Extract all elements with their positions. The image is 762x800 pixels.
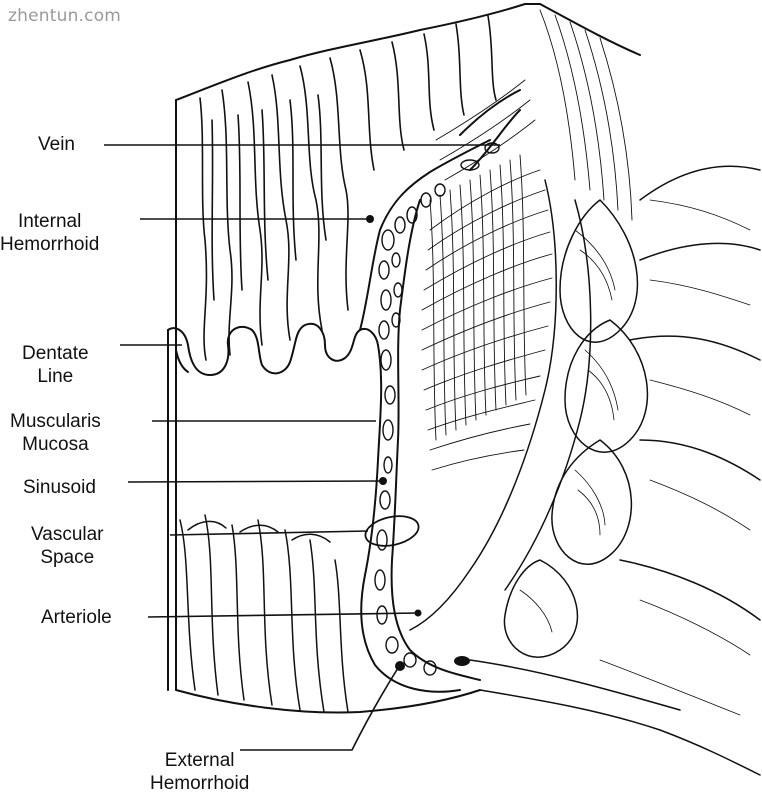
label-external-hemorrhoid: External Hemorrhoid — [150, 749, 249, 795]
label-muscularis-mucosa: Muscularis Mucosa — [10, 410, 101, 456]
label-vein: Vein — [38, 133, 75, 156]
label-dentate-line: Dentate Line — [22, 342, 89, 388]
mucosal-folds-top — [200, 16, 496, 360]
dentate-line-scallops — [168, 324, 378, 690]
section-outline — [176, 4, 640, 713]
label-arteriole: Arteriole — [41, 606, 112, 629]
sinusoids — [375, 143, 499, 675]
vessel-markers — [366, 215, 470, 671]
leader-vascular-space — [170, 531, 368, 535]
label-internal-hemorrhoid: Internal Hemorrhoid — [0, 210, 99, 256]
leader-lines — [104, 145, 500, 750]
vascular-channel — [360, 90, 520, 692]
label-vascular-space: Vascular Space — [31, 523, 104, 569]
sphincter-muscle — [410, 166, 760, 775]
muscle-hatching — [422, 10, 632, 470]
sphincter-hatching — [520, 200, 750, 715]
leader-sinusoid — [128, 481, 383, 482]
mucosal-folds-bottom — [180, 515, 348, 712]
label-sinusoid: Sinusoid — [23, 476, 96, 499]
